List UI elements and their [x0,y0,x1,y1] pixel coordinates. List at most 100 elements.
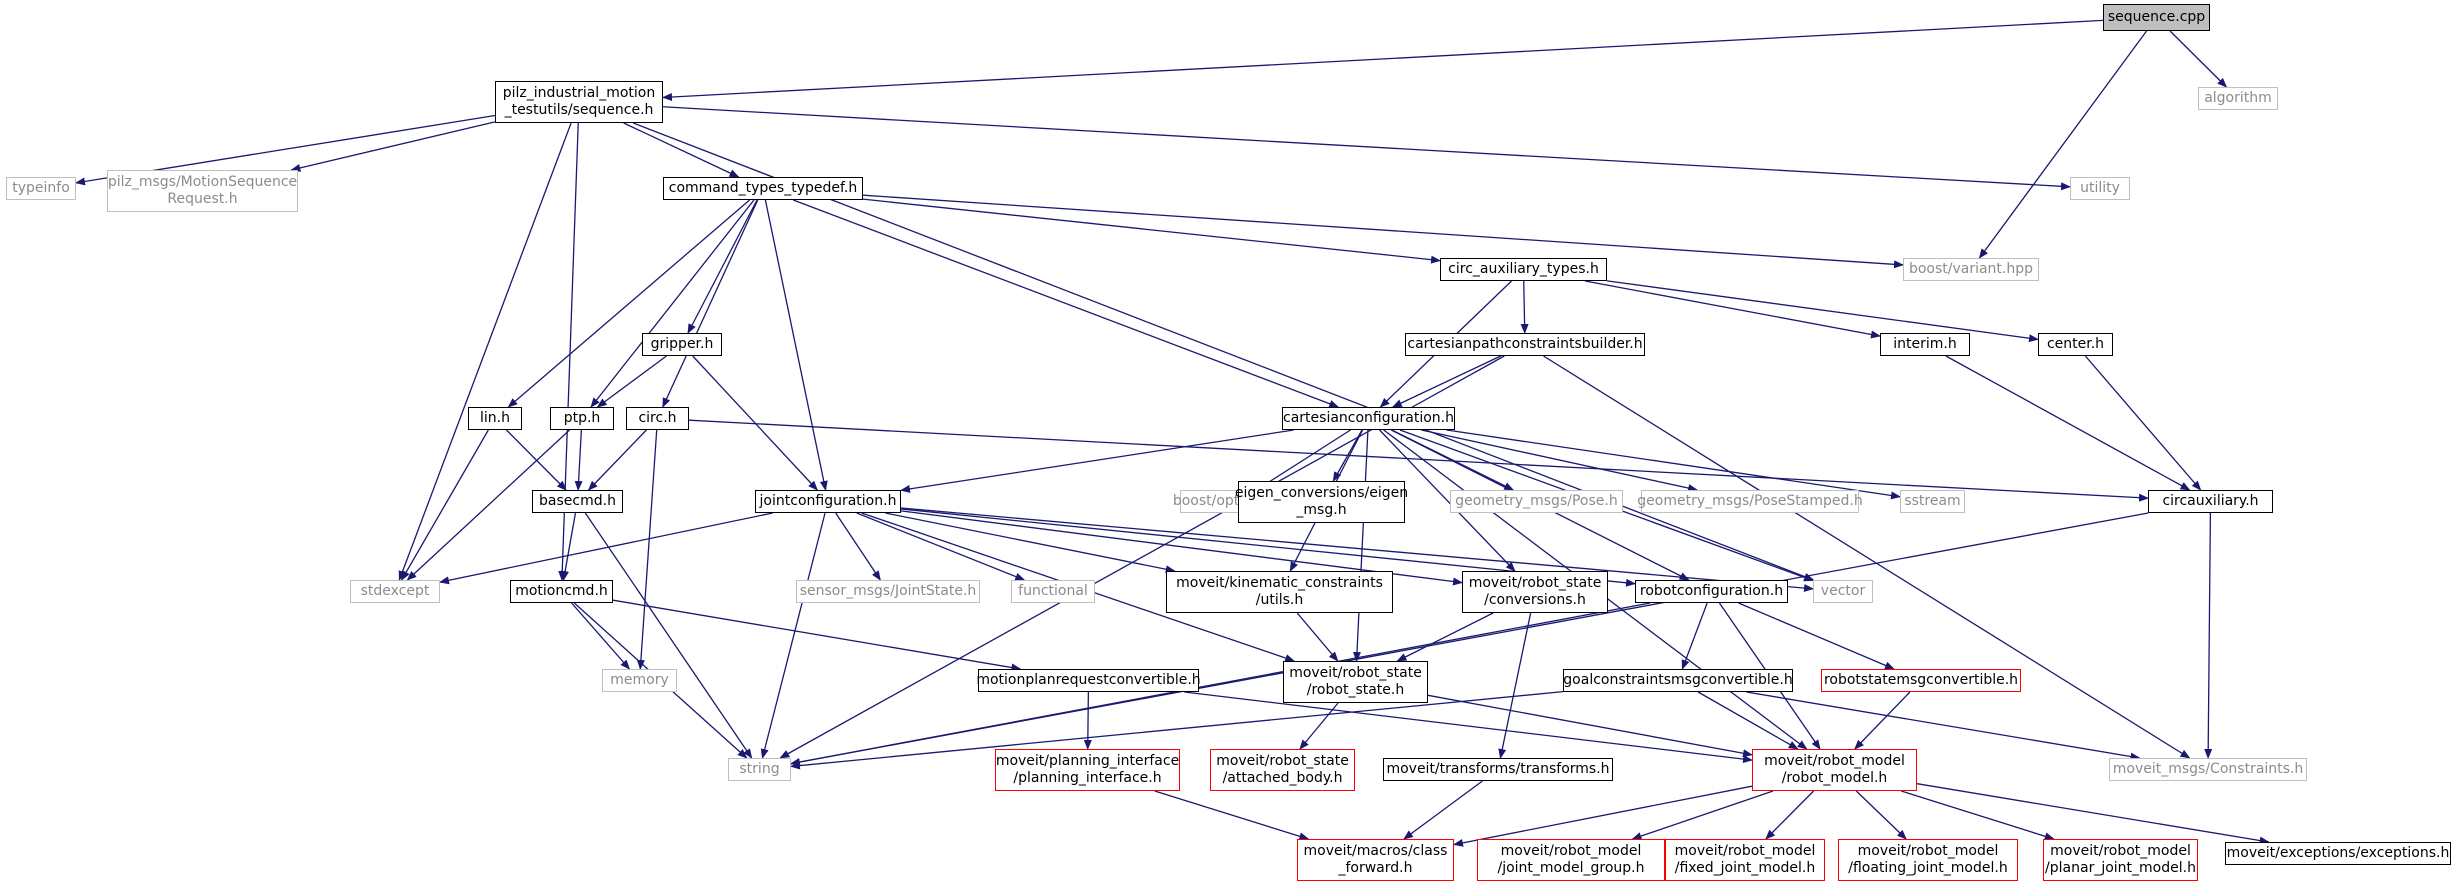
node-cartconfig[interactable]: cartesianconfiguration.h [1282,407,1455,430]
node-sequence-cpp[interactable]: sequence.cpp [2103,4,2210,31]
node-motioncmd[interactable]: motioncmd.h [510,580,613,603]
node-robot-state[interactable]: moveit/robot_state /robot_state.h [1283,661,1428,703]
edge-sequence_cpp-to-boost_variant [1978,30,2148,259]
node-typeinfo: typeinfo [6,177,76,200]
node-stdexcept: stdexcept [350,580,440,603]
node-memory: memory [602,669,677,692]
edge-robot_model-to-moveit_exceptions [1916,783,2270,845]
edge-robot_model-to-class_forward [1453,785,1753,847]
node-moveit-constraints: moveit_msgs/Constraints.h [2109,758,2307,781]
edge-ptp-to-basecmd [574,429,583,491]
edge-rsmsgconvertible-to-robot_model [1854,691,1911,750]
edge-robot_model-to-joint_model_group [1631,790,1774,840]
edge-mprconvertible-to-robot_model [1184,691,1753,764]
node-boost-variant: boost/variant.hpp [1903,258,2039,281]
node-robot-model[interactable]: moveit/robot_model /robot_model.h [1752,749,1917,791]
node-moveit-exceptions[interactable]: moveit/exceptions/exceptions.h [2225,842,2451,865]
edge-circ_aux_types-to-cartpathbuilder [1520,280,1529,334]
edge-robotconfig-to-goalconvertible [1681,602,1708,670]
edge-command_types-to-jointconfig [764,199,828,491]
edge-gripper-to-ptp [596,355,667,408]
edge-jointconfig-to-rs_conversions [900,510,1463,586]
edge-circ_aux_types-to-center [1606,280,2039,343]
node-pilz-seq[interactable]: pilz_industrial_motion _testutils/sequen… [495,81,663,123]
edge-cartconfig-to-rs_conversions [1379,429,1516,572]
node-sensor-js: sensor_msgs/JointState.h [796,580,980,603]
node-mprconvertible[interactable]: motionplanrequestconvertible.h [976,669,1201,692]
node-planning-interface[interactable]: moveit/planning_interface /planning_inte… [995,749,1180,791]
edge-lin-to-stdexcept [401,429,489,581]
edge-goalconvertible-to-robot_model [1697,691,1799,750]
edge-command_types-to-lin [507,199,751,408]
edge-pilz_seq-to-pilz_msgs [290,121,496,172]
node-planar-joint[interactable]: moveit/robot_model /planar_joint_model.h [2043,839,2198,881]
node-functional: functional [1011,580,1095,603]
node-attached-body[interactable]: moveit/robot_state /attached_body.h [1210,749,1355,791]
node-utility: utility [2070,177,2130,200]
edge-jointconfig-to-vector [900,507,1814,593]
node-command-types[interactable]: command_types_typedef.h [663,177,863,200]
node-rs-conversions[interactable]: moveit/robot_state /conversions.h [1462,571,1608,613]
edge-transforms-to-class_forward [1403,780,1483,840]
node-string: string [728,758,791,781]
node-fixed-joint[interactable]: moveit/robot_model /fixed_joint_model.h [1665,839,1825,881]
node-robotconfig[interactable]: robotconfiguration.h [1635,580,1788,603]
edge-pilz_seq-to-utility [662,106,2071,191]
edge-pilz_seq-to-stdexcept [398,122,572,581]
node-kin-constraints[interactable]: moveit/kinematic_constraints /utils.h [1166,571,1393,613]
edge-sequence_cpp-to-pilz_seq [662,19,2104,102]
edge-robot_model-to-floating_joint [1855,790,1907,840]
node-jointconfig[interactable]: jointconfiguration.h [755,490,901,513]
edge-cartpathbuilder-to-cartconfig [1391,355,1501,408]
edge-command_types-to-ptp [590,199,755,408]
edge-circ_aux_types-to-interim [1584,280,1881,339]
node-basecmd[interactable]: basecmd.h [532,490,623,513]
edge-cartconfig-to-boost_optional [1255,429,1351,491]
node-circ-aux-types[interactable]: circ_auxiliary_types.h [1440,258,1607,281]
node-floating-joint[interactable]: moveit/robot_model /floating_joint_model… [1838,839,2018,881]
node-gripper[interactable]: gripper.h [642,333,722,356]
edge-jointconfig-to-kin_constraints [885,512,1176,574]
edge-circ-to-memory [636,429,658,670]
edge-robotconfig-to-string [790,602,1651,766]
node-eigen-conv[interactable]: eigen_conversions/eigen _msg.h [1235,481,1408,523]
node-cartpathbuilder[interactable]: cartesianpathconstraintsbuilder.h [1405,333,1645,356]
edge-robot_state-to-robot_model [1427,694,1753,758]
edge-kin_constraints-to-robot_state [1296,612,1339,662]
edge-planning_interface-to-class_forward [1154,790,1310,841]
edge-command_types-to-boost_variant [862,194,1904,269]
edge-motioncmd-to-mprconvertible [612,599,1022,672]
edge-circ-to-basecmd [587,429,647,491]
node-class-forward[interactable]: moveit/macros/class _forward.h [1297,839,1454,881]
node-interim[interactable]: interim.h [1880,333,1970,356]
edge-ptp-to-stdexcept [406,429,571,581]
edge-rs_conversions-to-robot_state [1396,612,1494,662]
node-algorithm: algorithm [2198,87,2278,110]
edge-gripper-to-jointconfig [692,355,818,491]
node-circaux[interactable]: circauxiliary.h [2148,490,2273,513]
edge-jointconfig-to-string [760,512,826,759]
edge-rs_conversions-to-transforms [1498,612,1532,759]
node-geom-pose-stamped: geometry_msgs/PoseStamped.h [1637,490,1863,513]
edge-command_types-to-circ_aux_types [862,198,1441,264]
node-sstream: sstream [1900,490,1965,513]
node-rsmsgconvertible[interactable]: robotstatemsgconvertible.h [1821,669,2021,692]
edge-robot_model-to-fixed_joint [1765,790,1815,840]
edge-robotconfig-to-rsmsgconvertible [1738,602,1895,670]
node-circ[interactable]: circ.h [626,407,689,430]
edge-jointconfig-to-sensor_js [835,512,881,581]
node-transforms[interactable]: moveit/transforms/transforms.h [1383,758,1613,781]
edge-cartconfig-to-robot_state [1352,429,1369,662]
edge-command_types-to-circ [662,199,759,408]
node-ptp[interactable]: ptp.h [550,407,614,430]
node-center[interactable]: center.h [2038,333,2113,356]
node-lin[interactable]: lin.h [468,407,522,430]
node-goalconvertible[interactable]: goalconstraintsmsgconvertible.h [1563,669,1793,692]
node-pilz-msgs: pilz_msgs/MotionSequence Request.h [107,170,298,212]
node-geom-pose: geometry_msgs/Pose.h [1450,490,1623,513]
edge-goalconvertible-to-moveit_constraints [1746,691,2141,761]
edges-layer [75,19,2270,847]
node-joint-model-group[interactable]: moveit/robot_model /joint_model_group.h [1477,839,1665,881]
edge-cartconfig-to-eigen_conv [1332,429,1363,482]
